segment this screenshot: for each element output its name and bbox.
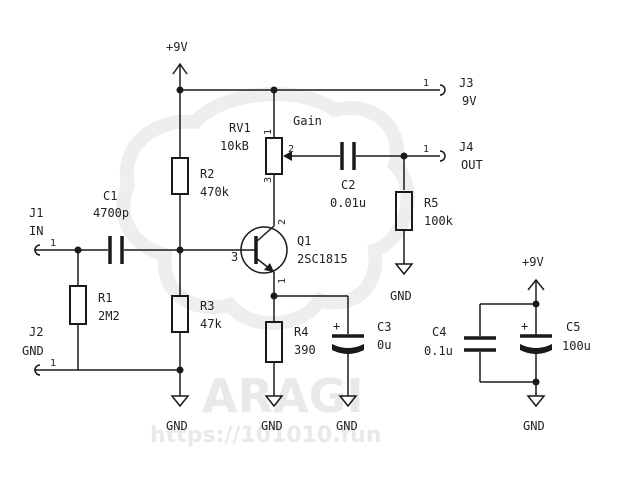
resistor-r2: R2 470k bbox=[171, 157, 230, 199]
capacitor-c4: C4 0.1u bbox=[424, 325, 496, 358]
j2-name: GND bbox=[22, 344, 44, 358]
gnd-symbol-r4: GND bbox=[261, 395, 284, 433]
gnd-label-c3: GND bbox=[336, 419, 358, 433]
junctions bbox=[74, 86, 408, 374]
watermark-url: https://101010.fun bbox=[150, 423, 382, 448]
q1-emitter-arrow bbox=[264, 263, 274, 272]
r2-value: 470k bbox=[200, 185, 230, 199]
c4-value: 0.1u bbox=[424, 344, 453, 358]
rv1-label: Gain bbox=[293, 114, 322, 128]
connector-j1: J1 IN 1 bbox=[29, 206, 56, 256]
capacitor-c3: + C3 0u bbox=[332, 319, 391, 354]
c5-value: 100u bbox=[562, 339, 591, 353]
j1-ref: J1 bbox=[29, 206, 43, 220]
connector-j4: J4 OUT 1 bbox=[423, 140, 483, 172]
resistor-r4: R4 390 bbox=[265, 321, 316, 363]
q1-pin3: 3 bbox=[231, 250, 238, 264]
r4-ref: R4 bbox=[294, 325, 308, 339]
power-9v-top-label: +9V bbox=[166, 40, 188, 54]
resistor-r1: R1 2M2 bbox=[69, 285, 120, 325]
c4-ref: C4 bbox=[432, 325, 446, 339]
gnd-label-c45: GND bbox=[523, 419, 545, 433]
capacitor-c2: C2 0.01u bbox=[330, 142, 366, 210]
j3-name: 9V bbox=[462, 94, 476, 108]
resistor-r3: R3 47k bbox=[171, 295, 222, 333]
rv1-pin1: 1 bbox=[263, 129, 274, 135]
c2-value: 0.01u bbox=[330, 196, 366, 210]
rv1-pin2: 2 bbox=[288, 144, 294, 155]
watermark-mascot bbox=[116, 87, 415, 331]
j4-name: OUT bbox=[461, 158, 483, 172]
decoupling-wires bbox=[479, 278, 545, 396]
gnd-symbol-r1: GND bbox=[166, 395, 190, 433]
q1-value: 2SC1815 bbox=[297, 252, 348, 266]
j1-name: IN bbox=[29, 224, 43, 238]
c1-value: 4700p bbox=[93, 206, 129, 220]
q1-pin1: 1 bbox=[277, 278, 288, 284]
rv1-pin3: 3 bbox=[263, 177, 274, 183]
connector-j2: J2 GND 1 bbox=[22, 325, 56, 376]
resistor-r5: R5 100k bbox=[395, 191, 454, 231]
q1-ref: Q1 bbox=[297, 234, 311, 248]
r3-ref: R3 bbox=[200, 299, 214, 313]
watermark: ARAGI https://101010.fun bbox=[116, 87, 415, 448]
gnd-symbol-r5: GND bbox=[390, 263, 414, 303]
gnd-symbol-c45: GND bbox=[523, 395, 546, 433]
c1-ref: C1 bbox=[103, 189, 117, 203]
c5-polarity: + bbox=[521, 319, 528, 333]
j2-pin: 1 bbox=[50, 358, 56, 369]
rv1-value: 10kB bbox=[220, 139, 249, 153]
rv1-ref: RV1 bbox=[229, 121, 251, 135]
potentiometer-rv1: RV1 10kB Gain 1 2 3 bbox=[220, 114, 322, 183]
j4-pin: 1 bbox=[423, 144, 429, 155]
r5-value: 100k bbox=[424, 214, 454, 228]
r3-value: 47k bbox=[200, 317, 222, 331]
gnd-label-r5: GND bbox=[390, 289, 412, 303]
c2-ref: C2 bbox=[341, 178, 355, 192]
transistor-q1: Q1 2SC1815 1 2 3 bbox=[231, 219, 348, 284]
r2-ref: R2 bbox=[200, 167, 214, 181]
rv1-wiper-arrow bbox=[283, 151, 292, 161]
gnd-symbol-c3: GND bbox=[336, 395, 358, 433]
connector-j3: J3 9V 1 bbox=[423, 76, 476, 108]
c3-ref: C3 bbox=[377, 320, 391, 334]
q1-pin2: 2 bbox=[277, 219, 288, 225]
j3-pin: 1 bbox=[423, 78, 429, 89]
gnd-label-r4: GND bbox=[261, 419, 283, 433]
j1-pin: 1 bbox=[50, 238, 56, 249]
c5-ref: C5 bbox=[566, 320, 580, 334]
power-9v-top: +9V bbox=[166, 40, 188, 90]
r1-ref: R1 bbox=[98, 291, 112, 305]
r1-value: 2M2 bbox=[98, 309, 120, 323]
capacitor-c1: C1 4700p bbox=[93, 189, 129, 264]
r5-ref: R5 bbox=[424, 196, 438, 210]
j2-ref: J2 bbox=[29, 325, 43, 339]
capacitor-c5: + C5 100u bbox=[520, 319, 591, 354]
j3-ref: J3 bbox=[459, 76, 473, 90]
c3-value: 0u bbox=[377, 338, 391, 352]
gnd-label-r1: GND bbox=[166, 419, 188, 433]
power-9v-right-label: +9V bbox=[522, 255, 544, 269]
r4-value: 390 bbox=[294, 343, 316, 357]
j4-ref: J4 bbox=[459, 140, 473, 154]
c3-polarity: + bbox=[333, 319, 340, 333]
